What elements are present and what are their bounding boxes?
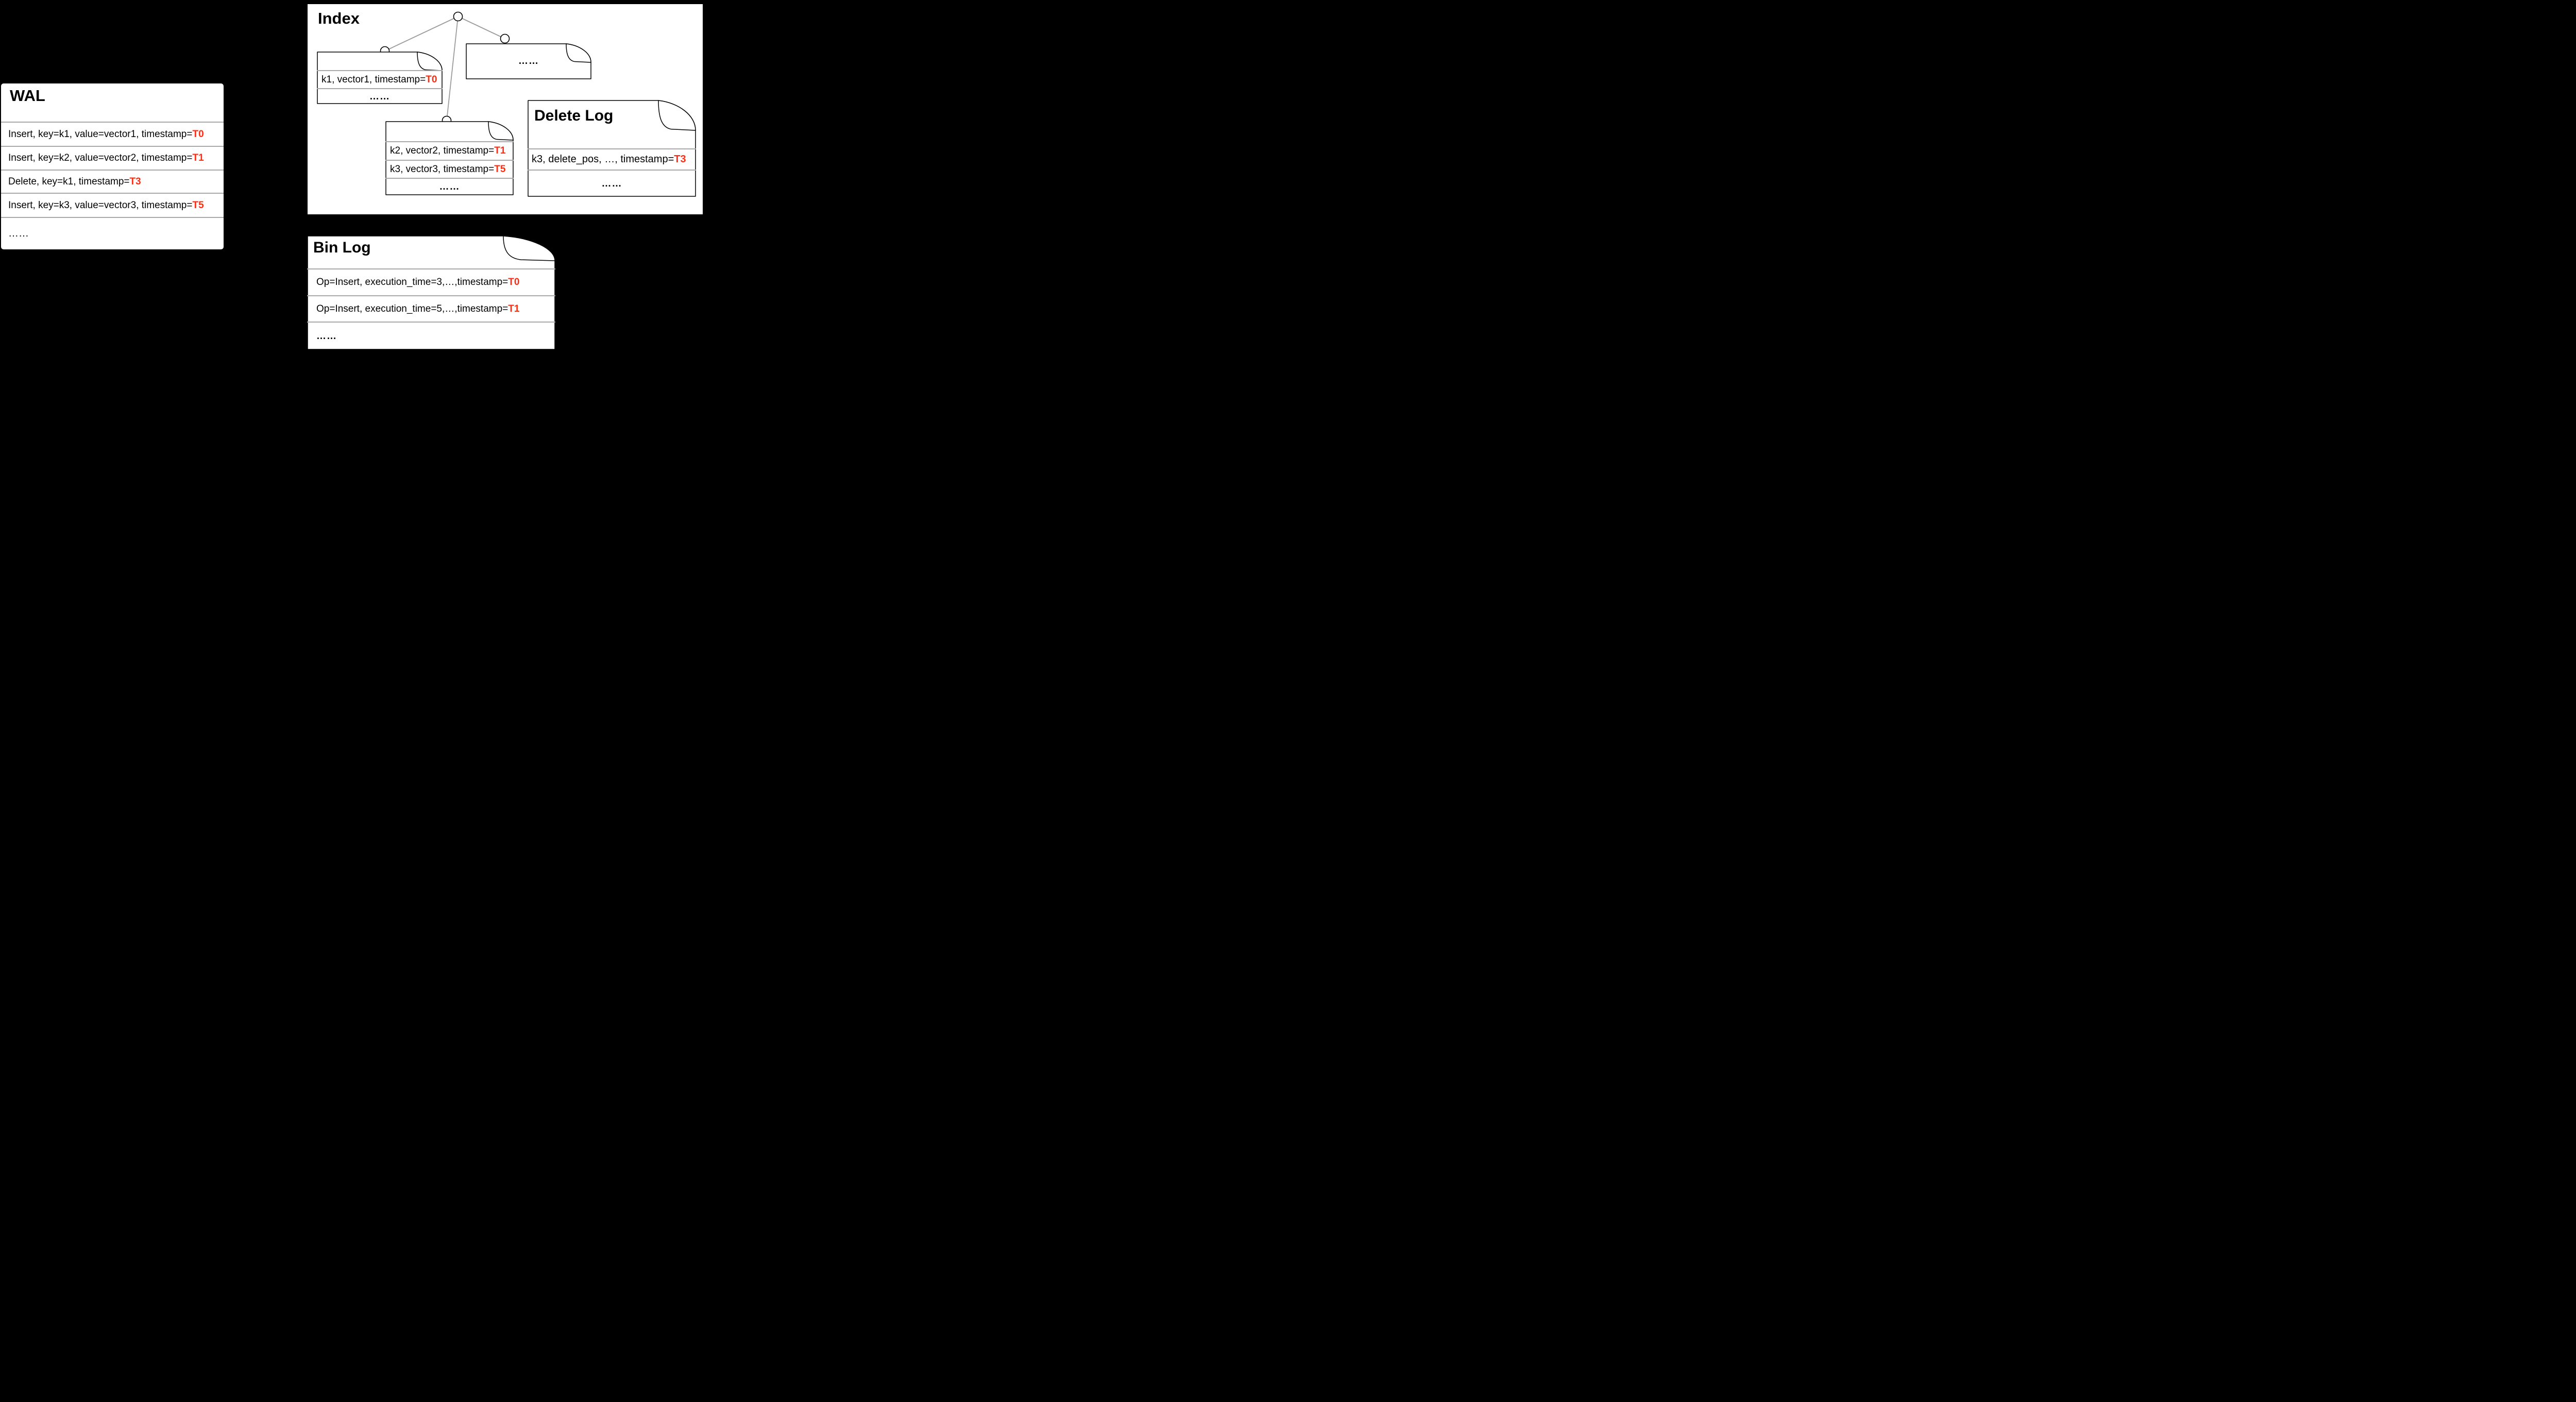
segment-row-ellipsis: …… xyxy=(317,88,443,104)
diagram-canvas: WAL Insert, key=k1, value=vector1, times… xyxy=(0,0,704,350)
timestamp-value: T3 xyxy=(674,154,686,165)
bin-log-row: Op=Insert, execution_time=5,…,timestamp=… xyxy=(307,295,555,322)
timestamp-value: T5 xyxy=(192,199,204,211)
index-segment-k1-box: k1, vector1, timestamp=T0 …… xyxy=(317,52,443,104)
delete-log-box: Delete Log k3, delete_pos, …, timestamp=… xyxy=(528,100,696,197)
folded-corner-icon xyxy=(566,43,591,63)
document-shape xyxy=(466,43,591,79)
bin-log-row-ellipsis: …… xyxy=(307,322,555,350)
wal-row-text: Insert, key=k3, value=vector3, timestamp… xyxy=(8,199,193,211)
folded-corner-icon xyxy=(488,121,514,141)
wal-row-text: Insert, key=k1, value=vector1, timestamp… xyxy=(8,128,193,140)
timestamp-value: T1 xyxy=(494,145,506,156)
segment-row-text: k2, vector2, timestamp= xyxy=(390,145,495,156)
ellipsis-text: …… xyxy=(369,91,390,102)
document-shape xyxy=(307,235,555,350)
wal-row-ellipsis: …… xyxy=(1,217,224,249)
delete-log-row-text: k3, delete_pos, …, timestamp= xyxy=(532,154,674,165)
segment-row: k1, vector1, timestamp=T0 xyxy=(317,70,443,88)
folded-corner-icon xyxy=(658,100,696,131)
wal-row: Insert, key=k2, value=vector2, timestamp… xyxy=(1,146,224,170)
timestamp-value: T0 xyxy=(508,277,520,288)
delete-log-row: k3, delete_pos, …, timestamp=T3 xyxy=(528,148,696,170)
ellipsis-text: …… xyxy=(439,181,460,192)
timestamp-value: T5 xyxy=(494,163,506,175)
segment-row-ellipsis: …… xyxy=(466,43,591,79)
document-shape xyxy=(385,121,514,195)
segment-row: k2, vector2, timestamp=T1 xyxy=(385,141,514,160)
document-shape xyxy=(317,52,443,104)
delete-log-title: Delete Log xyxy=(534,107,614,124)
bin-log-row-text: Op=Insert, execution_time=5,…,timestamp= xyxy=(316,303,509,314)
bin-log-title: Bin Log xyxy=(313,239,371,256)
bin-log-row-text: Op=Insert, execution_time=3,…,timestamp= xyxy=(316,277,509,288)
timestamp-value: T0 xyxy=(426,74,437,85)
segment-header xyxy=(317,52,443,70)
index-segment-more-box: …… xyxy=(466,43,591,79)
wal-title: WAL xyxy=(10,87,45,105)
bin-log-row: Op=Insert, execution_time=3,…,timestamp=… xyxy=(307,268,555,295)
timestamp-value: T1 xyxy=(508,303,520,314)
wal-row: Delete, key=k1, timestamp=T3 xyxy=(1,170,224,193)
timestamp-value: T1 xyxy=(192,153,204,163)
wal-row-text: Insert, key=k2, value=vector2, timestamp… xyxy=(8,153,193,163)
ellipsis-text: …… xyxy=(8,228,29,239)
folded-corner-icon xyxy=(503,235,555,261)
segment-row: k3, vector3, timestamp=T5 xyxy=(385,160,514,178)
segment-row-text: k1, vector1, timestamp= xyxy=(321,74,426,85)
index-segment-k2k3-box: k2, vector2, timestamp=T1 k3, vector3, t… xyxy=(385,121,514,195)
segment-row-text: k3, vector3, timestamp= xyxy=(390,163,495,175)
segment-header xyxy=(385,121,514,141)
ellipsis-text: …… xyxy=(316,330,337,342)
wal-box: WAL Insert, key=k1, value=vector1, times… xyxy=(1,83,224,249)
timestamp-value: T3 xyxy=(129,176,141,187)
index-title: Index xyxy=(318,9,360,27)
bin-log-box: Bin Log Op=Insert, execution_time=3,…,ti… xyxy=(307,235,555,350)
wal-row: Insert, key=k3, value=vector3, timestamp… xyxy=(1,193,224,217)
ellipsis-text: …… xyxy=(601,178,622,189)
timestamp-value: T0 xyxy=(192,128,204,140)
wal-row: Insert, key=k1, value=vector1, timestamp… xyxy=(1,122,224,146)
wal-row-text: Delete, key=k1, timestamp= xyxy=(8,176,130,187)
segment-row-ellipsis: …… xyxy=(385,178,514,195)
ellipsis-text: …… xyxy=(518,56,539,66)
delete-log-row-ellipsis: …… xyxy=(528,170,696,197)
